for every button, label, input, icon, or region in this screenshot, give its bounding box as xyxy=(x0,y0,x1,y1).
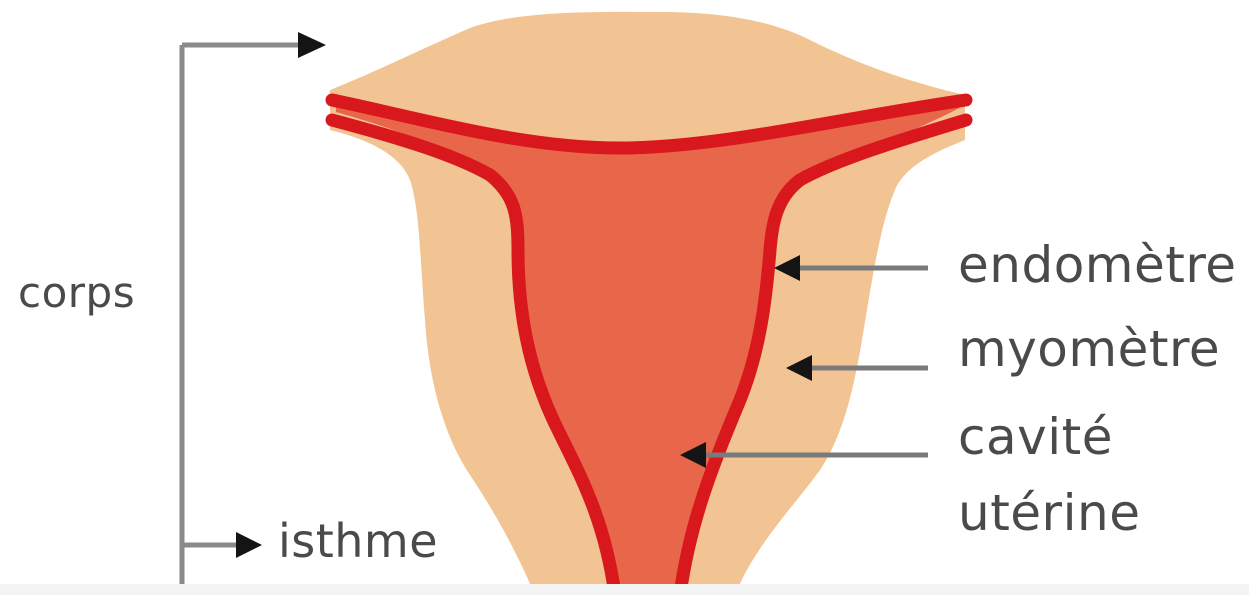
label-isthme: isthme xyxy=(278,518,438,564)
label-uterine: utérine xyxy=(958,488,1140,538)
corps-top-arrowhead xyxy=(298,32,326,58)
label-myometre: myomètre xyxy=(958,324,1220,374)
label-cavite: cavité xyxy=(958,412,1113,462)
bottom-edge-band xyxy=(0,584,1249,595)
isthme-arrowhead xyxy=(236,532,262,558)
label-corps: corps xyxy=(18,272,135,314)
label-endometre: endomètre xyxy=(958,240,1237,290)
